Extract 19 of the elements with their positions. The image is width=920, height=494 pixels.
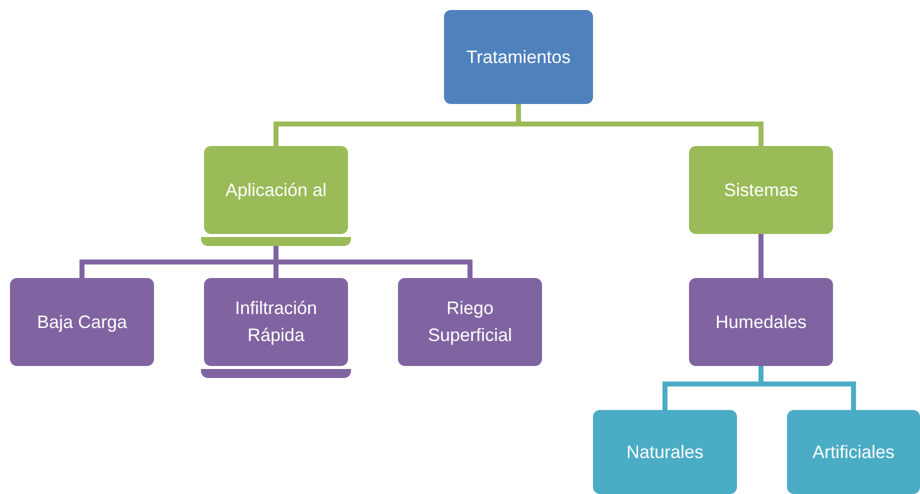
org-box xyxy=(689,278,833,366)
box-label: Riego Superficial xyxy=(426,297,514,347)
box-label: Aplicación al xyxy=(225,178,327,202)
org-box xyxy=(204,146,348,234)
box-label: Sistemas xyxy=(724,178,798,202)
org-box xyxy=(398,278,542,366)
box-label: Tratamientos xyxy=(466,46,571,68)
box-label: Naturales xyxy=(626,440,704,464)
org-box xyxy=(204,278,348,366)
org-box xyxy=(10,278,154,366)
org-box xyxy=(787,410,920,494)
box-label: Infiltración Rápida xyxy=(234,297,318,347)
box-label: Baja Carga xyxy=(36,310,128,334)
org-box xyxy=(444,10,593,104)
box-label: Artificiales xyxy=(812,440,895,464)
org-box xyxy=(593,410,737,494)
org-box xyxy=(689,146,833,234)
box-label: Humedales xyxy=(715,310,807,334)
connector-line xyxy=(758,234,764,278)
